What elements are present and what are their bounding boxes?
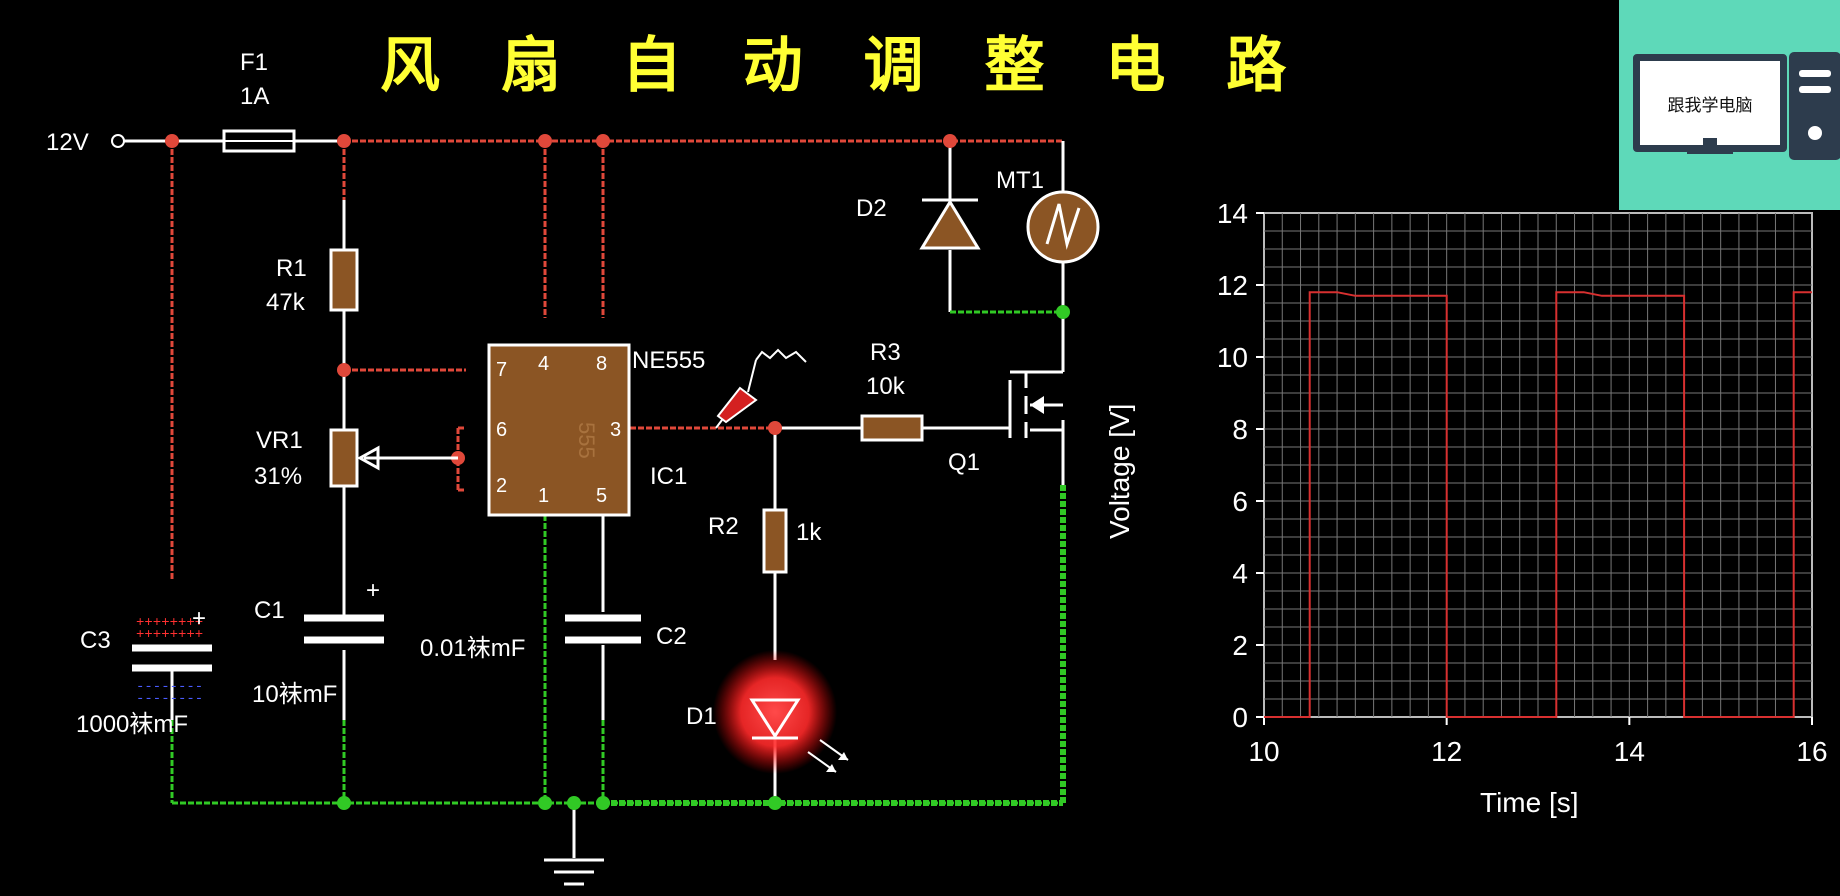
potentiometer-vr1: VR1 31% <box>254 427 458 490</box>
brand-badge: 跟我学电脑 <box>1619 0 1840 210</box>
ic-pin-5: 5 <box>596 485 607 507</box>
y-ticks: 0 2 4 6 8 10 12 14 <box>1217 198 1264 733</box>
motor-mt1: MT1 <box>996 167 1100 264</box>
x-tick-label: 14 <box>1614 736 1645 767</box>
d1-name-label: D1 <box>686 703 717 730</box>
r3-value-label: 10k <box>866 373 906 400</box>
r1-name-label: R1 <box>276 255 307 282</box>
c3-charge-top-2: ++++++++ <box>136 627 203 643</box>
page-title: 风 扇 自 动 调 整 电 路 <box>380 31 1306 101</box>
ic-pin-1: 1 <box>538 485 549 507</box>
led-d1: D1 <box>686 650 849 774</box>
c3-charge-bottom-1: -------- <box>136 679 203 695</box>
signal-wires <box>116 139 1065 858</box>
ic-pin-8: 8 <box>596 353 607 375</box>
ground-symbol <box>544 858 604 886</box>
x-ticks: 10 12 14 16 <box>1248 717 1828 767</box>
ground-wires <box>170 310 1066 806</box>
monitor-stand <box>1687 146 1733 154</box>
c3-charge-top-1: ++++++++ <box>136 615 203 631</box>
ic-pin-7: 7 <box>496 359 507 381</box>
resistor-r1: R1 47k <box>266 248 359 316</box>
y-tick-label: 10 <box>1217 342 1248 373</box>
ic1-555-timer: 555 7 6 2 4 8 1 5 3 NE555 IC1 <box>487 343 705 517</box>
junction-dots <box>165 134 1070 810</box>
r3-name-label: R3 <box>870 339 901 366</box>
c3-plus: + <box>192 605 206 632</box>
c1-value-label: 10袜mF <box>252 681 337 708</box>
c3-name-label: C3 <box>80 627 111 654</box>
voltage-trace <box>1264 291 1812 718</box>
fuse-f1: F1 1A <box>222 49 296 153</box>
c2-value-label: 0.01袜mF <box>420 635 525 662</box>
y-tick-label: 0 <box>1232 702 1248 733</box>
y-axis-label: Voltage [V] <box>1104 404 1135 539</box>
grid <box>1264 213 1812 717</box>
y-tick-label: 6 <box>1232 486 1248 517</box>
r2-value-label: 1k <box>796 519 822 546</box>
y-tick-label: 14 <box>1217 198 1248 229</box>
y-tick-label: 12 <box>1217 270 1248 301</box>
brand-label: 跟我学电脑 <box>1667 95 1753 116</box>
ic-pin-3: 3 <box>610 419 621 441</box>
q1-name-label: Q1 <box>948 449 980 476</box>
c3-charge-bottom-2: -------- <box>136 691 203 707</box>
c1-name-label: C1 <box>254 597 285 624</box>
fuse-name-label: F1 <box>240 49 268 76</box>
x-axis-label: Time [s] <box>1480 787 1579 818</box>
computer-tower-icon <box>1789 52 1840 160</box>
ic-pin-6: 6 <box>496 419 507 441</box>
voltage-time-chart: 10 12 14 16 0 2 4 6 8 10 12 14 Time [s] Voltage [V… <box>1104 198 1828 818</box>
fuse-value-label: 1A <box>240 83 269 110</box>
diode-d2: D2 <box>856 195 981 250</box>
monitor-neck <box>1703 138 1717 148</box>
x-tick-label: 16 <box>1796 736 1827 767</box>
vr1-name-label: VR1 <box>256 427 303 454</box>
d2-name-label: D2 <box>856 195 887 222</box>
ic-pin-4: 4 <box>538 353 549 375</box>
ic-part-label: NE555 <box>632 347 705 374</box>
ic-name-label: IC1 <box>650 463 687 490</box>
r2-name-label: R2 <box>708 513 739 540</box>
r1-value-label: 47k <box>266 289 306 316</box>
probe-icon <box>715 348 807 429</box>
supply-terminal: 12V <box>46 129 125 156</box>
c3-value-label: 1000袜mF <box>76 711 188 738</box>
y-tick-label: 8 <box>1232 414 1248 445</box>
supply-label: 12V <box>46 129 89 156</box>
y-tick-label: 2 <box>1232 630 1248 661</box>
mt1-name-label: MT1 <box>996 167 1044 194</box>
x-tick-label: 10 <box>1248 736 1279 767</box>
c2-name-label: C2 <box>656 623 687 650</box>
ic-pin-2: 2 <box>496 475 507 497</box>
ic-body-label: 555 <box>574 422 599 459</box>
mosfet-q1: Q1 <box>948 372 1044 476</box>
c1-plus: + <box>366 577 380 604</box>
capacitor-c2: C2 0.01袜mF <box>420 614 687 662</box>
y-tick-label: 4 <box>1232 558 1248 589</box>
x-tick-label: 12 <box>1431 736 1462 767</box>
resistor-r3: R3 10k <box>860 339 924 442</box>
capacitor-c3: ++++++++ ++++++++ -------- -------- + C3… <box>76 605 212 738</box>
vr1-value-label: 31% <box>254 463 302 490</box>
led-glow <box>713 650 837 774</box>
capacitor-c1: + C1 10袜mF <box>252 577 384 708</box>
resistor-r2: R2 1k <box>708 508 822 574</box>
